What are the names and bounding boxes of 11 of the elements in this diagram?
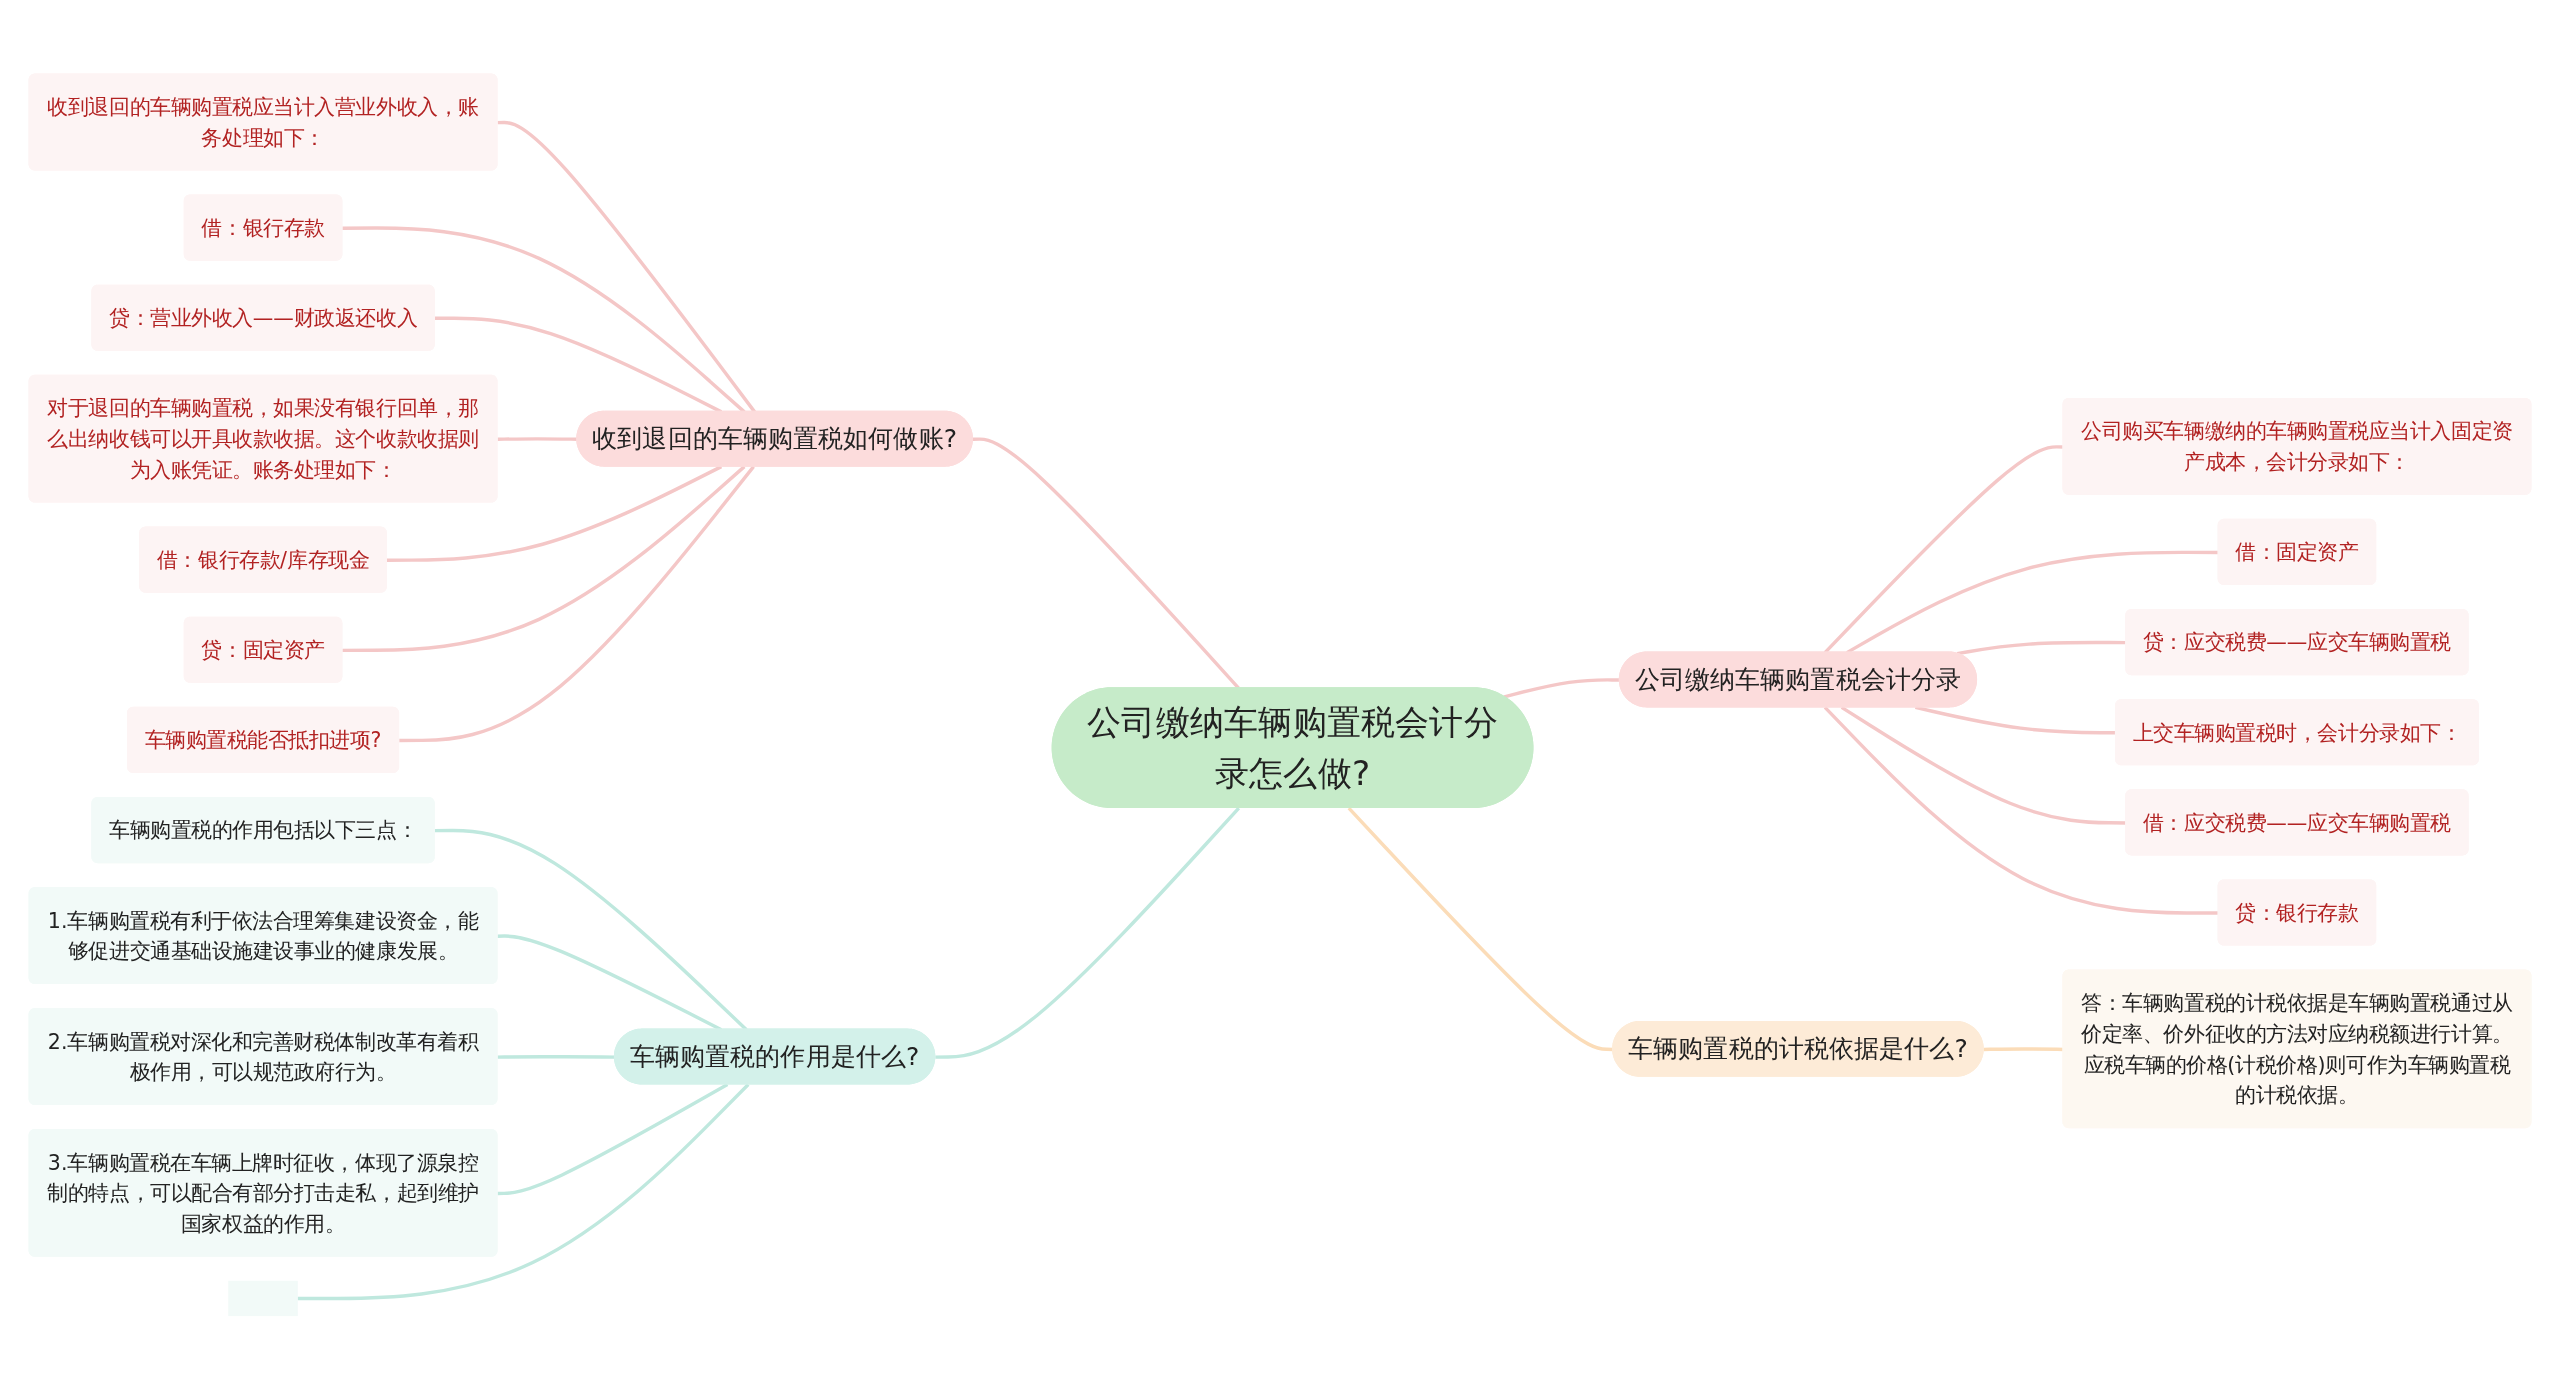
connector	[1846, 550, 2219, 654]
connector	[1983, 1047, 2064, 1051]
connector	[399, 465, 755, 742]
connector	[497, 1082, 729, 1195]
connector	[1503, 677, 1620, 699]
connector	[342, 465, 746, 652]
node-box	[228, 1280, 298, 1316]
connector	[297, 1082, 750, 1300]
connector	[935, 806, 1241, 1059]
connector	[1823, 705, 2219, 915]
connector	[386, 464, 723, 562]
